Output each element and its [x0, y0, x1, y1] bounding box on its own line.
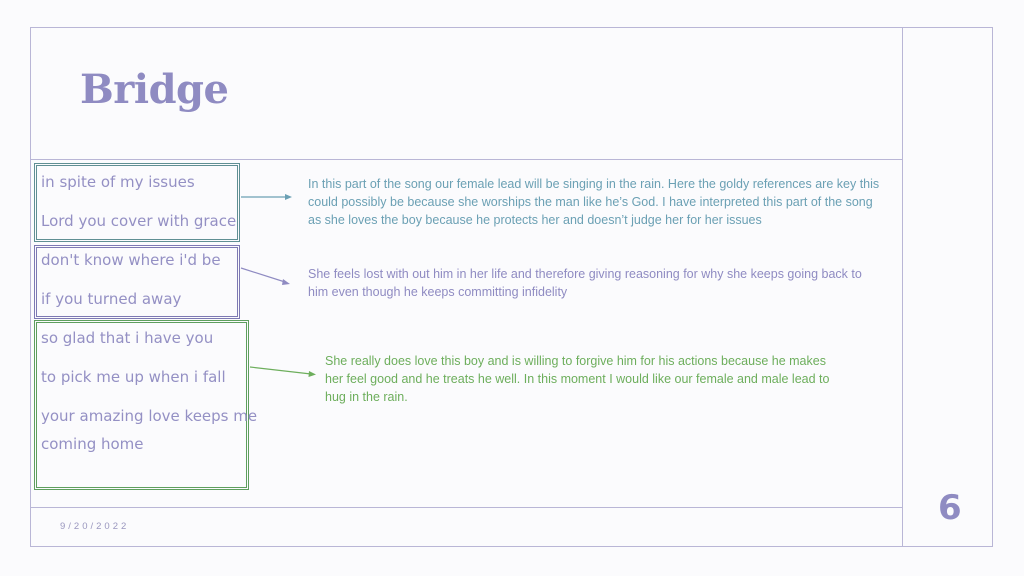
- footer-divider: [30, 507, 903, 508]
- lyric-line: don't know where i'd be: [41, 251, 221, 269]
- slide-title: Bridge: [80, 66, 229, 113]
- lyric-box-purple: [34, 245, 240, 319]
- note-purple: She feels lost with out him in her life …: [308, 267, 862, 299]
- lyric-line: if you turned away: [41, 290, 182, 308]
- lyric-line: to pick me up when i fall: [41, 368, 226, 386]
- vertical-divider: [902, 27, 903, 547]
- arrow-purple: [240, 267, 290, 285]
- note-green: She really does love this boy and is wil…: [325, 354, 830, 404]
- page-number: 6: [938, 488, 962, 528]
- slide-frame: [30, 27, 993, 547]
- lyric-box-green: [34, 320, 249, 490]
- lyric-line: Lord you cover with grace: [41, 212, 237, 230]
- slide-date: 9/20/2022: [60, 521, 130, 532]
- lyric-line: in spite of my issues: [41, 173, 195, 191]
- lyric-line: your amazing love keeps me: [41, 407, 258, 425]
- title-divider: [30, 159, 903, 160]
- arrow-green: [249, 366, 316, 377]
- lyric-box-teal: [34, 163, 240, 242]
- note-teal: In this part of the song our female lead…: [308, 177, 880, 227]
- lyric-line: so glad that i have you: [41, 329, 214, 347]
- arrow-teal: [241, 194, 292, 200]
- lyric-line: coming home: [41, 435, 144, 453]
